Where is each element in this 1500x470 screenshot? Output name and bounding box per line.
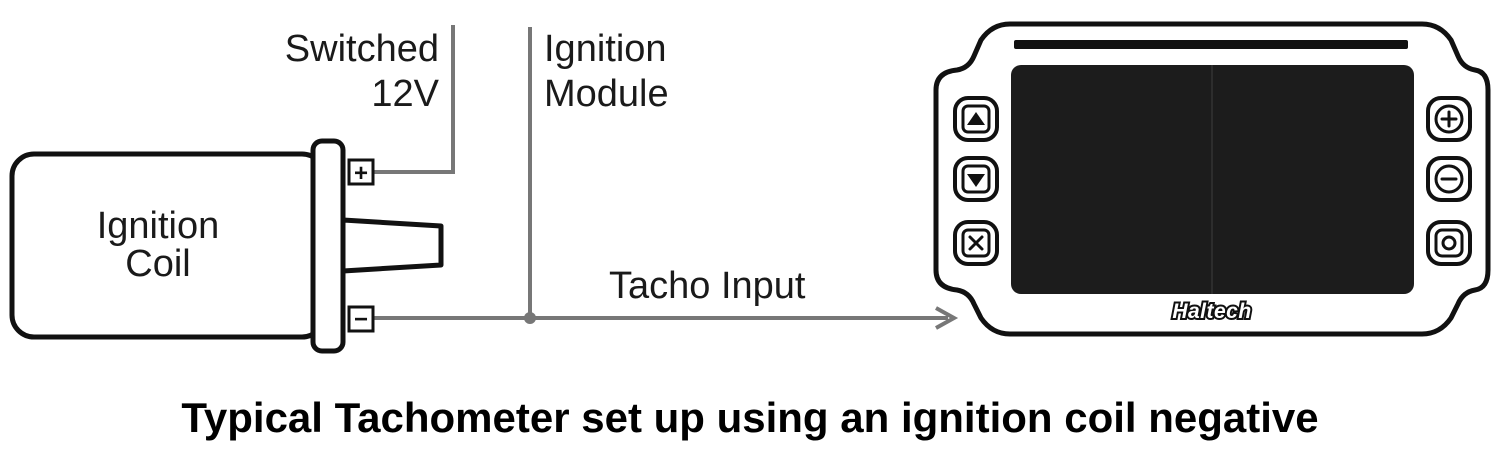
haltech-logo: Haltech: [1172, 300, 1251, 323]
plus-button[interactable]: [1426, 96, 1472, 142]
switched-12v-label-line1: Switched: [285, 28, 439, 70]
coil-label-line2: Coil: [125, 243, 190, 285]
diagram-caption: Typical Tachometer set up using an ignit…: [181, 394, 1318, 441]
coil-tower: [340, 217, 444, 274]
coil-label-line1: Ignition: [97, 205, 220, 247]
close-button[interactable]: [953, 220, 999, 266]
switched-12v-wire: [372, 25, 455, 174]
negative-terminal-symbol: −: [354, 306, 368, 333]
switched-12v-label-line2: 12V: [371, 73, 439, 115]
ignition-module-label-line1: Ignition: [544, 28, 667, 70]
wire-junction-dot: [524, 312, 536, 324]
tacho-input-label: Tacho Input: [609, 265, 806, 307]
ignition-module-label-line2: Module: [544, 73, 669, 115]
triangle-up-icon: [967, 112, 985, 125]
triangle-down-icon: [967, 174, 985, 187]
minus-button[interactable]: [1426, 156, 1472, 202]
select-button[interactable]: [1426, 220, 1472, 266]
positive-terminal: [347, 158, 375, 186]
coil-collar: [310, 138, 346, 354]
positive-terminal-symbol: +: [354, 160, 368, 187]
up-button[interactable]: [953, 96, 999, 142]
haltech-display: Haltech: [933, 21, 1491, 337]
down-button[interactable]: [953, 156, 999, 202]
negative-terminal: [347, 305, 375, 333]
circle-icon: [1441, 235, 1457, 251]
tacho-arrow-head: [935, 306, 959, 330]
plus-icon: [1440, 110, 1458, 128]
wires: [372, 25, 959, 330]
display-top-bar: [1014, 40, 1408, 49]
ignition-coil: + − Ignition Coil: [9, 138, 444, 354]
close-icon: [968, 235, 984, 251]
